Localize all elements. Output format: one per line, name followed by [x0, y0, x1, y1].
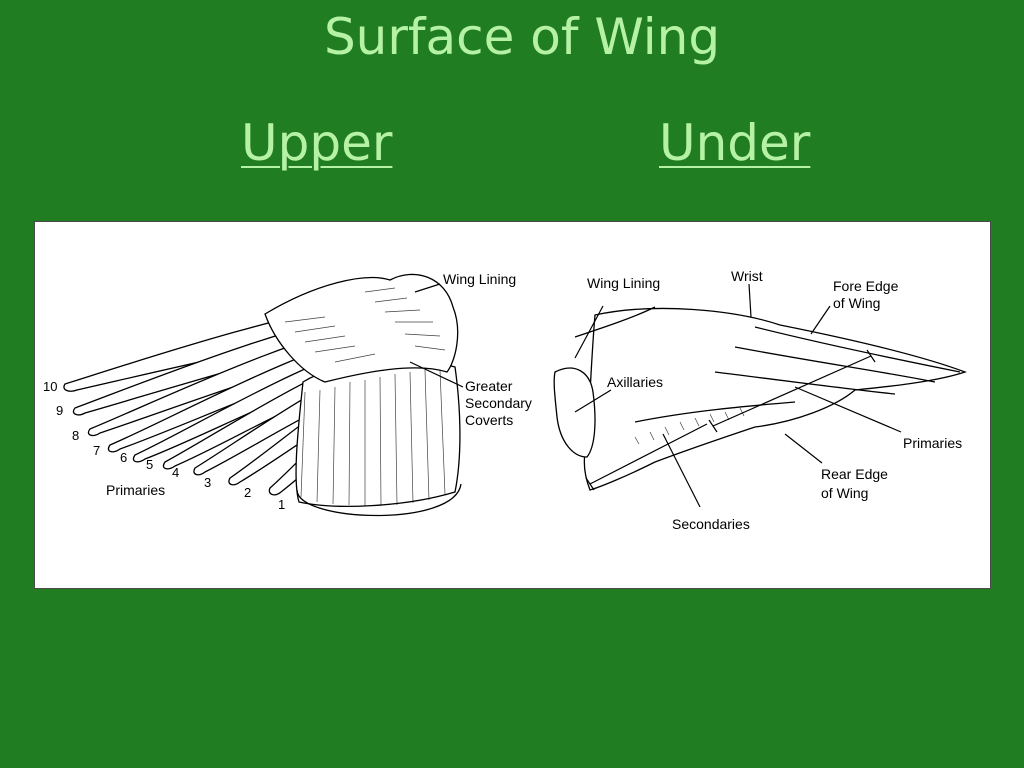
- upper-wing-drawing: [63, 273, 462, 517]
- upper-coverts: [264, 273, 459, 383]
- secondaries-label: Secondaries: [672, 516, 750, 532]
- under-lining-leader: [574, 305, 604, 359]
- upper-wing-lining-label: Wing Lining: [443, 271, 517, 287]
- primary-number-5: 5: [146, 457, 154, 472]
- primary-number-7: 7: [93, 443, 101, 458]
- primary-number-3: 3: [204, 475, 212, 490]
- slide-title: Surface of Wing: [323, 8, 721, 66]
- upper-greater-label: Greater: [465, 378, 513, 394]
- upper-heading[interactable]: Upper: [241, 114, 393, 172]
- rear-edge-leader: [784, 433, 823, 464]
- primary-number-8: 8: [72, 428, 80, 443]
- wrist-leader: [748, 283, 752, 318]
- primary-number-6: 6: [120, 450, 128, 465]
- primary-number-9: 9: [56, 403, 64, 418]
- primary-number-10: 10: [43, 379, 58, 394]
- primaries-extent-line: [712, 355, 872, 427]
- leader-lines: [409, 283, 902, 508]
- wrist-label: Wrist: [731, 268, 763, 284]
- fore-edge-label-line1: Fore Edge: [833, 278, 899, 294]
- upper-coverts-leader: [409, 361, 464, 388]
- upper-secondaries: [295, 359, 461, 507]
- rear-edge-label-line2: of Wing: [821, 485, 869, 501]
- secondaries-leader: [662, 433, 701, 508]
- secondaries-extent-line: [589, 423, 708, 485]
- rear-edge-label-line1: Rear Edge: [821, 466, 888, 482]
- upper-primaries-label: Primaries: [106, 482, 166, 498]
- under-wing-lining-label: Wing Lining: [587, 275, 661, 291]
- under-primaries-label: Primaries: [903, 435, 963, 451]
- upper-secondaries-bracket: [296, 483, 462, 517]
- primary-number-2: 2: [244, 485, 252, 500]
- primary-number-4: 4: [172, 465, 180, 480]
- fore-edge-label-line2: of Wing: [833, 295, 881, 311]
- fore-edge-leader: [810, 305, 831, 335]
- under-wing-drawing: [553, 306, 967, 491]
- upper-coverts-label: Coverts: [465, 412, 514, 428]
- under-heading[interactable]: Under: [659, 114, 811, 172]
- primary-number-1: 1: [278, 497, 286, 512]
- wing-illustration: [63, 273, 967, 517]
- under-axillary-tuft: [553, 367, 596, 458]
- upper-secondary-label: Secondary: [465, 395, 532, 411]
- wing-diagram-panel: Wing Lining Greater Secondary Coverts Pr…: [34, 221, 991, 589]
- axillaries-label: Axillaries: [607, 374, 664, 390]
- axillaries-leader: [574, 389, 612, 413]
- upper-lining-leader: [414, 283, 441, 293]
- primaries-leader: [794, 386, 902, 433]
